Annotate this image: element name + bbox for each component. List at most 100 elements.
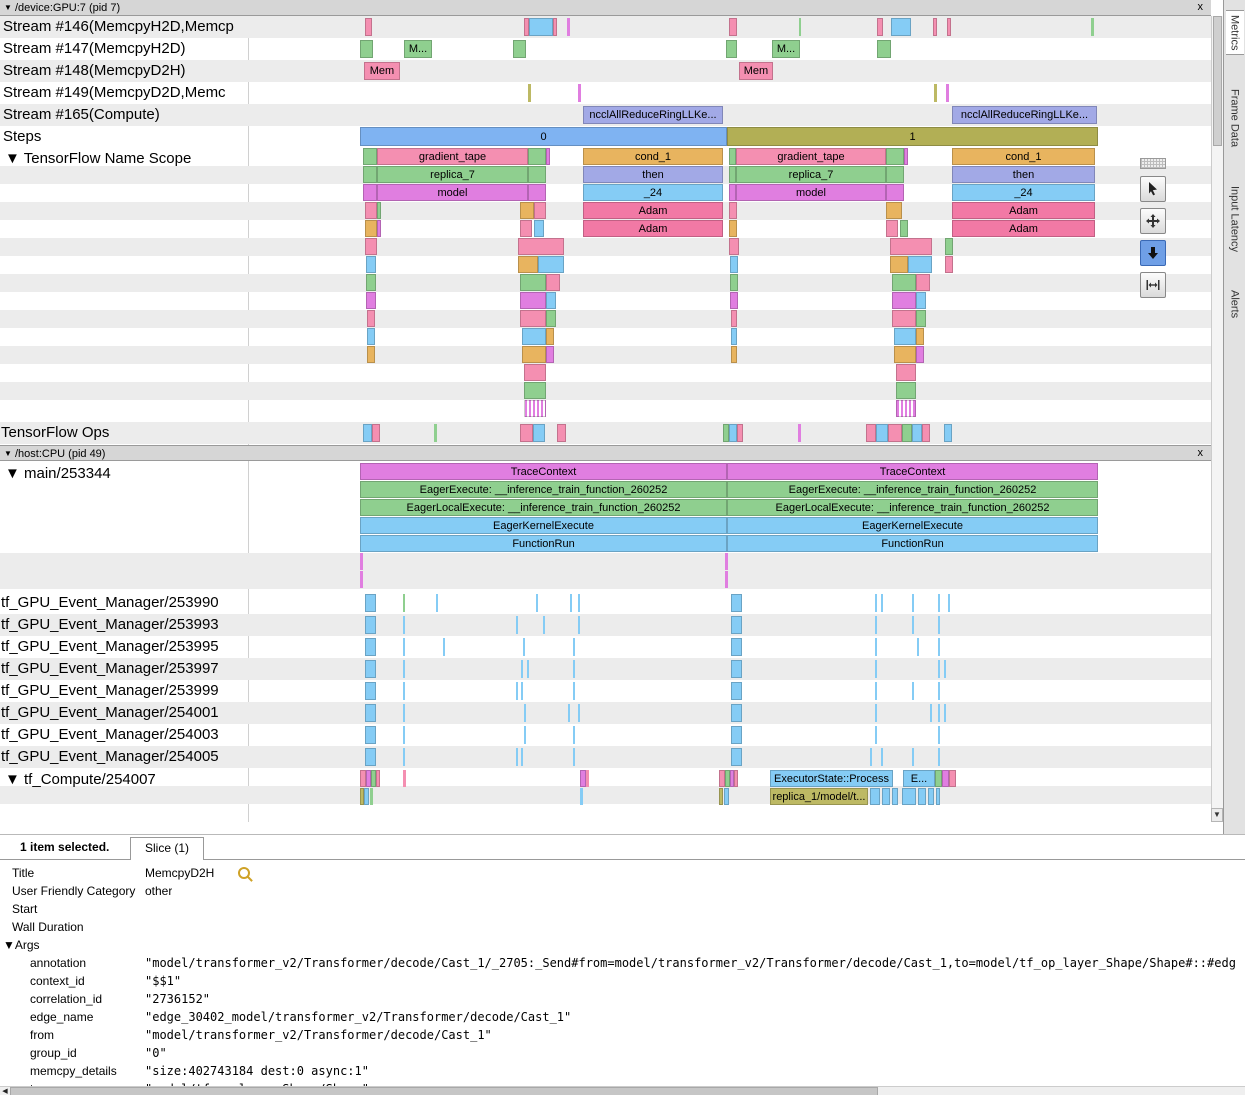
gpu-process-header[interactable]: ▼ /device:GPU:7 (pid 7) x [0,0,1211,16]
trace-event-bar[interactable] [731,748,742,766]
trace-event-bar[interactable] [516,748,518,766]
trace-event-bar[interactable] [944,424,952,442]
trace-event-bar[interactable]: EagerKernelExecute [727,517,1098,534]
trace-event-bar[interactable] [403,638,405,656]
trace-event-bar[interactable] [529,18,553,36]
trace-event-bar[interactable] [521,682,523,700]
trace-event-bar[interactable] [935,770,942,787]
trace-event-bar[interactable] [875,726,877,744]
trace-event-bar[interactable] [730,274,738,291]
track-label[interactable]: Stream #146(MemcpyH2D,Memcp [3,18,234,35]
trace-event-bar[interactable]: TraceContext [360,463,727,480]
trace-event-bar[interactable] [737,424,743,442]
trace-event-bar[interactable] [881,594,883,612]
scroll-left-button[interactable]: ◀ [2,1088,8,1095]
track-label[interactable]: ▼ main/253344 [5,465,111,482]
trace-event-bar[interactable]: E... [903,770,935,787]
trace-event-bar[interactable] [520,274,546,291]
trace-event-bar[interactable] [365,220,377,237]
trace-event-bar[interactable] [731,660,742,678]
trace-event-bar[interactable] [936,788,940,805]
vertical-scrollbar[interactable]: ▼ [1211,16,1223,822]
trace-event-bar[interactable] [568,704,570,722]
trace-event-bar[interactable] [892,292,916,309]
trace-event-bar[interactable]: model [377,184,528,201]
trace-event-bar[interactable] [546,310,556,327]
trace-event-bar[interactable] [528,184,546,201]
trace-event-bar[interactable] [578,84,581,102]
trace-event-bar[interactable] [949,770,956,787]
trace-event-bar[interactable] [886,202,902,219]
side-tab-input-latency[interactable]: Input Latency [1228,185,1241,252]
vertical-scrollbar-thumb[interactable] [1213,16,1222,146]
trace-event-bar[interactable] [938,682,940,700]
trace-event-bar[interactable] [916,274,930,291]
trace-event-bar[interactable] [894,346,916,363]
trace-event-bar[interactable] [900,220,908,237]
trace-event-bar[interactable] [403,660,405,678]
trace-event-bar[interactable] [567,18,570,36]
trace-event-bar[interactable] [524,704,526,722]
trace-event-bar[interactable] [528,148,546,165]
trace-event-bar[interactable] [538,256,564,273]
trace-event-bar[interactable] [729,18,737,36]
trace-event-bar[interactable]: FunctionRun [360,535,727,552]
trace-event-bar[interactable] [731,704,742,722]
trace-event-bar[interactable] [723,424,729,442]
close-icon[interactable]: x [1197,1,1204,13]
trace-event-bar[interactable] [942,770,949,787]
track-label[interactable]: Stream #148(MemcpyD2H) [3,62,186,79]
trace-event-bar[interactable] [518,238,564,255]
trace-event-bar[interactable]: Adam [583,202,723,219]
args-section-header[interactable]: ▼Args [3,938,40,952]
trace-event-bar[interactable] [578,704,580,722]
trace-event-bar[interactable] [933,18,937,36]
trace-event-bar[interactable] [1091,18,1094,36]
trace-event-bar[interactable] [367,346,375,363]
trace-event-bar[interactable]: EagerLocalExecute: __inference_train_fun… [360,499,727,516]
trace-event-bar[interactable] [363,424,372,442]
trace-event-bar[interactable] [366,256,376,273]
trace-event-bar[interactable] [573,638,575,656]
trace-event-bar[interactable] [729,148,736,165]
trace-event-bar[interactable] [516,616,518,634]
trace-event-bar[interactable] [403,594,405,612]
trace-event-bar[interactable] [553,18,557,36]
trace-event-bar[interactable]: EagerKernelExecute [360,517,727,534]
trace-event-bar[interactable] [875,660,877,678]
trace-event-bar[interactable] [798,424,801,442]
trace-event-bar[interactable] [360,571,363,588]
track-label[interactable]: tf_GPU_Event_Manager/254005 [1,748,219,765]
trace-event-bar[interactable] [524,382,546,399]
trace-event-bar[interactable] [875,704,877,722]
trace-event-bar[interactable]: M... [404,40,432,58]
select-tool-button[interactable] [1140,176,1166,202]
trace-event-bar[interactable] [366,274,376,291]
trace-event-bar[interactable] [360,770,366,787]
trace-event-bar[interactable] [436,594,438,612]
trace-event-bar[interactable] [403,616,405,634]
track-label[interactable]: tf_GPU_Event_Manager/254003 [1,726,219,743]
zoom-tool-button[interactable] [1140,240,1166,266]
trace-event-bar[interactable] [870,788,880,805]
trace-event-bar[interactable] [945,238,953,255]
trace-event-bar[interactable] [365,238,377,255]
trace-event-bar[interactable] [520,220,532,237]
timing-tool-button[interactable] [1140,272,1166,298]
trace-event-bar[interactable] [938,594,940,612]
horizontal-scrollbar[interactable]: ◀ [0,1086,1245,1095]
trace-event-bar[interactable] [886,148,904,165]
trace-event-bar[interactable]: ncclAllReduceRingLLKe... [583,106,723,124]
trace-event-bar[interactable]: gradient_tape [736,148,886,165]
trace-event-bar[interactable] [434,424,437,442]
trace-event-bar[interactable] [370,788,373,805]
trace-event-bar[interactable] [729,166,736,183]
tab-slice[interactable]: Slice (1) [130,837,205,860]
trace-event-bar[interactable] [877,40,891,58]
trace-event-bar[interactable] [527,660,529,678]
trace-event-bar[interactable] [533,424,545,442]
trace-event-bar[interactable] [573,660,575,678]
trace-event-bar[interactable] [523,638,525,656]
trace-event-bar[interactable] [520,424,533,442]
trace-event-bar[interactable]: 1 [727,127,1098,146]
